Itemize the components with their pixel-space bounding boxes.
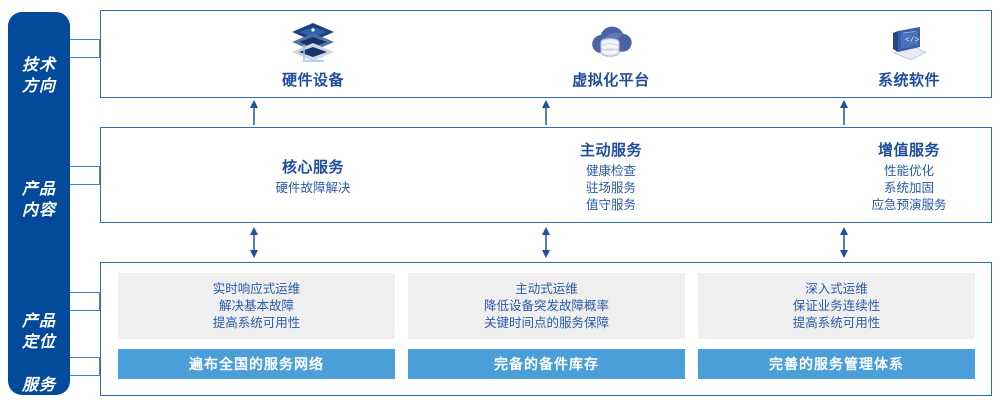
diagram-root: 技术 方向 产品 内容 产品 定位 服务 优势 [8, 10, 992, 415]
content-column-title: 核心服务 [281, 158, 344, 176]
sidebar-label-text: 服务 优势 [21, 377, 56, 415]
content-item: 性能优化 [883, 163, 934, 178]
connector-line-content-bottom [70, 184, 100, 185]
cloud-database-icon [582, 21, 640, 67]
tech-column-label: 系统软件 [877, 71, 940, 89]
tech-column-label: 虚拟化平台 [572, 71, 650, 89]
position-line: 实时响应式运维 [212, 281, 301, 296]
sidebar-item-product-content[interactable]: 产品 内容 [8, 158, 70, 221]
arrow-double-virtualization [540, 227, 552, 263]
connector-vertical-content [99, 166, 100, 185]
sidebar-item-tech-direction[interactable]: 技术 方向 [8, 34, 70, 97]
connector-line-advantage-bottom [70, 375, 100, 376]
sidebar-item-product-position[interactable]: 产品 定位 [8, 290, 70, 353]
position-line: 提高系统可用性 [212, 315, 301, 330]
tech-direction-box: 硬件设备 虚拟化平台 [100, 10, 992, 98]
position-description-panel: 实时响应式运维 解决基本故障 提高系统可用性 [118, 273, 395, 339]
arrow-up-system-software [838, 100, 850, 130]
connector-line-tech-top [70, 39, 100, 40]
product-content-box: 核心服务 硬件故障解决 主动服务 健康检查 驻场服务 值守服务 增值服务 性能优… [100, 127, 992, 223]
arrow-double-system-software [838, 227, 850, 263]
connector-vertical-tech [99, 39, 100, 58]
sidebar-panel: 技术 方向 产品 内容 产品 定位 服务 优势 [8, 12, 70, 415]
position-line: 深入式运维 [805, 281, 868, 296]
position-description-panel: 深入式运维 保证业务连续性 提高系统可用性 [698, 273, 975, 339]
product-position-box: 实时响应式运维 解决基本故障 提高系统可用性 遍布全国的服务网络 主动式运维 降… [100, 262, 992, 396]
svg-text:</>: </> [905, 36, 920, 45]
server-stack-icon [284, 21, 342, 67]
service-advantage-label: 完备的备件库存 [494, 356, 599, 372]
connector-line-position-top [70, 292, 100, 293]
connector-vertical-advantage [99, 357, 100, 376]
arrow-up-hardware [248, 100, 260, 130]
content-column-core-service[interactable]: 核心服务 硬件故障解决 [163, 128, 463, 224]
position-description-panel: 主动式运维 降低设备突发故障概率 关键时间点的服务保障 [408, 273, 685, 339]
content-column-active-service[interactable]: 主动服务 健康检查 驻场服务 值守服务 [461, 128, 761, 224]
service-advantage-label: 完善的服务管理体系 [769, 356, 904, 372]
position-line: 关键时间点的服务保障 [483, 315, 609, 330]
content-item: 健康检查 [585, 163, 636, 178]
tech-column-virtualization[interactable]: 虚拟化平台 [461, 11, 761, 99]
service-advantage-badge[interactable]: 遍布全国的服务网络 [118, 349, 395, 379]
content-item: 应急预演服务 [871, 197, 947, 212]
content-column-value-added-service[interactable]: 增值服务 性能优化 系统加固 应急预演服务 [759, 128, 1000, 224]
arrow-double-hardware [248, 227, 260, 263]
connector-line-content-top [70, 166, 100, 167]
arrow-up-virtualization [540, 100, 552, 130]
sidebar-item-service-advantage[interactable]: 服务 优势 [8, 354, 70, 417]
content-column-title: 主动服务 [579, 141, 642, 159]
position-line: 提高系统可用性 [792, 315, 881, 330]
sidebar-label-text: 产品 定位 [21, 313, 56, 351]
position-line: 降低设备突发故障概率 [483, 298, 609, 313]
content-item: 系统加固 [883, 180, 934, 195]
position-line: 解决基本故障 [218, 298, 294, 313]
sidebar-label-text: 技术 方向 [21, 57, 56, 95]
content-column-title: 增值服务 [877, 141, 940, 159]
content-item: 驻场服务 [585, 180, 636, 195]
position-line: 保证业务连续性 [792, 298, 881, 313]
sidebar-label-text: 产品 内容 [21, 181, 56, 219]
position-column-realtime[interactable]: 实时响应式运维 解决基本故障 提高系统可用性 遍布全国的服务网络 [118, 273, 395, 379]
tech-column-label: 硬件设备 [281, 71, 344, 89]
content-item: 值守服务 [585, 197, 636, 212]
service-advantage-label: 遍布全国的服务网络 [189, 356, 324, 372]
tech-column-system-software[interactable]: </> 系统软件 [759, 11, 1000, 99]
position-column-indepth[interactable]: 深入式运维 保证业务连续性 提高系统可用性 完善的服务管理体系 [698, 273, 975, 379]
content-item: 硬件故障解决 [275, 180, 351, 195]
connector-line-tech-bottom [70, 57, 100, 58]
connector-line-advantage-top [70, 357, 100, 358]
connector-vertical-position [99, 292, 100, 311]
service-advantage-badge[interactable]: 完善的服务管理体系 [698, 349, 975, 379]
service-advantage-badge[interactable]: 完备的备件库存 [408, 349, 685, 379]
laptop-code-icon: </> [880, 21, 938, 67]
connector-line-position-bottom [70, 310, 100, 311]
tech-column-hardware[interactable]: 硬件设备 [163, 11, 463, 99]
position-column-proactive[interactable]: 主动式运维 降低设备突发故障概率 关键时间点的服务保障 完备的备件库存 [408, 273, 685, 379]
position-line: 主动式运维 [515, 281, 578, 296]
